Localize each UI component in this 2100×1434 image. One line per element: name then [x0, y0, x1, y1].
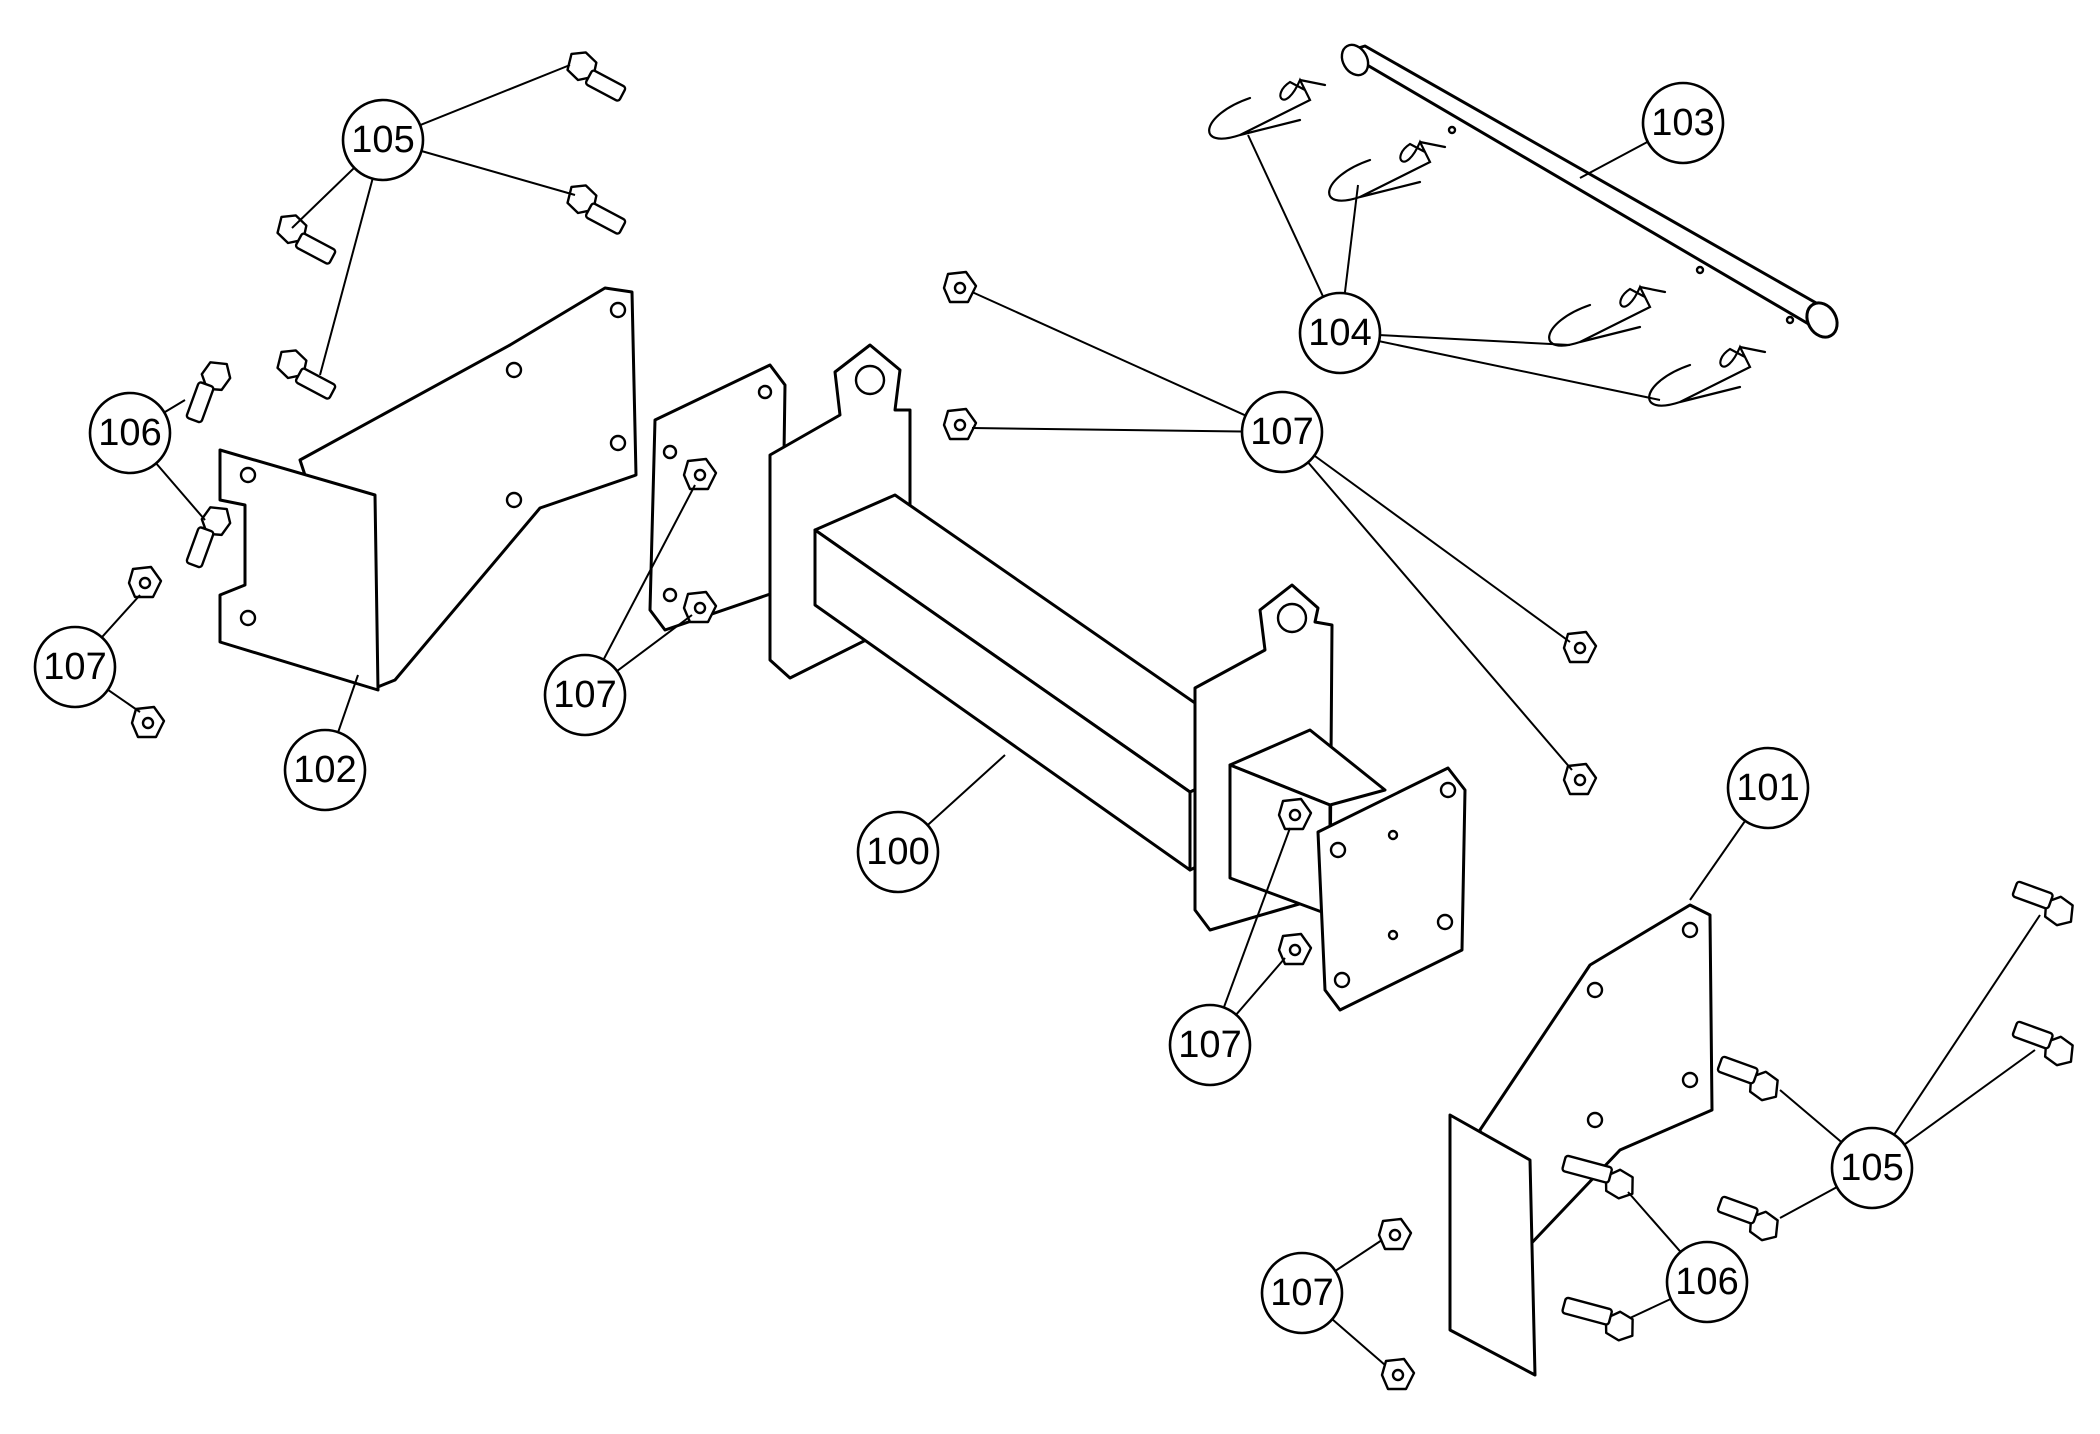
callout-107-bottom: 107 [1260, 1251, 1344, 1335]
callout-106-right: 106 [1665, 1240, 1749, 1324]
svg-text:105: 105 [1840, 1147, 1903, 1189]
callout-102: 102 [283, 728, 367, 812]
svg-text:104: 104 [1308, 312, 1371, 354]
callout-107-top-middle: 107 [1240, 390, 1324, 474]
callout-105-right: 105 [1830, 1126, 1914, 1210]
nuts-part-107 [127, 270, 1598, 1391]
svg-text:102: 102 [293, 749, 356, 791]
svg-text:107: 107 [1178, 1024, 1241, 1066]
hair-pin-clips-part-104 [1208, 77, 1767, 407]
callout-107-left: 107 [33, 625, 117, 709]
callout-101: 101 [1726, 746, 1810, 830]
callout-104: 104 [1298, 291, 1382, 375]
svg-text:107: 107 [43, 646, 106, 688]
right-bracket-part-101 [1448, 903, 1714, 1377]
svg-text:107: 107 [1270, 1272, 1333, 1314]
svg-text:105: 105 [351, 119, 414, 161]
bolts-part-105-right [1716, 880, 2074, 1242]
callout-107-mid-left: 107 [543, 653, 627, 737]
svg-text:103: 103 [1651, 102, 1714, 144]
svg-text:100: 100 [866, 831, 929, 873]
callout-103: 103 [1641, 81, 1725, 165]
callout-105-top: 105 [341, 98, 425, 182]
svg-text:107: 107 [1250, 411, 1313, 453]
callout-100: 100 [856, 810, 940, 894]
svg-text:106: 106 [98, 412, 161, 454]
svg-text:107: 107 [553, 674, 616, 716]
bolts-part-106-right [1561, 1154, 1634, 1342]
callout-107-mid-right: 107 [1168, 1003, 1252, 1087]
callout-106-left: 106 [88, 391, 172, 475]
bolts-part-106-left [185, 361, 232, 569]
bolts-part-105-top [276, 51, 627, 400]
pin-part-103 [1340, 43, 1839, 339]
svg-text:106: 106 [1675, 1261, 1738, 1303]
main-beam-part-100 [648, 343, 1467, 1012]
left-bracket-part-102 [218, 286, 638, 692]
svg-text:101: 101 [1736, 767, 1799, 809]
